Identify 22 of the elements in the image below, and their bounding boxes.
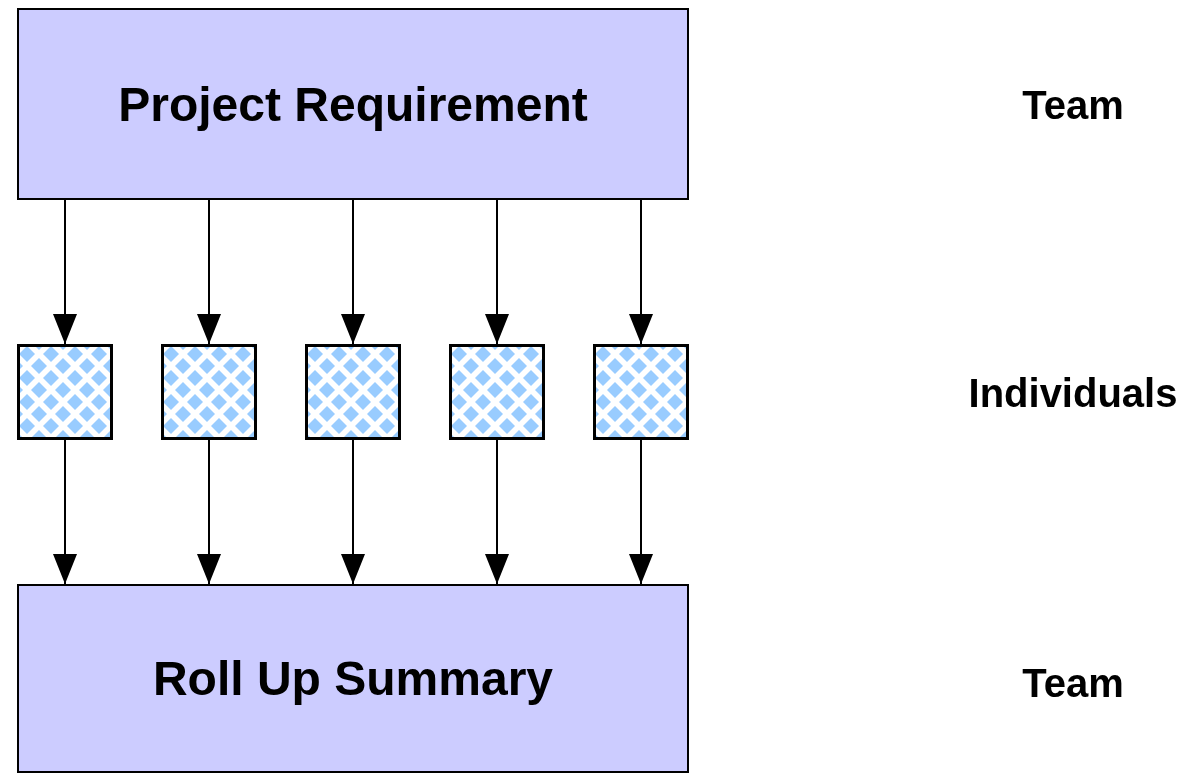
arrow: [341, 439, 365, 585]
arrow: [53, 439, 77, 585]
arrow: [485, 199, 509, 345]
arrow: [629, 199, 653, 345]
box-label: Project Requirement: [118, 76, 588, 132]
patterned-box: [305, 344, 401, 440]
box-label: Roll Up Summary: [152, 651, 554, 706]
process-box: [17, 584, 689, 773]
process-box: [17, 8, 689, 200]
level-label: Team: [1022, 82, 1124, 128]
level-label: Team: [1022, 660, 1124, 706]
patterned-box: [17, 344, 113, 440]
patterned-box: [161, 344, 257, 440]
arrow: [197, 199, 221, 345]
arrow: [341, 199, 365, 345]
arrow: [53, 199, 77, 345]
level-label: Individuals: [968, 370, 1178, 416]
arrow: [197, 439, 221, 585]
patterned-box: [449, 344, 545, 440]
arrow: [629, 439, 653, 585]
patterned-box: [593, 344, 689, 440]
arrow: [485, 439, 509, 585]
